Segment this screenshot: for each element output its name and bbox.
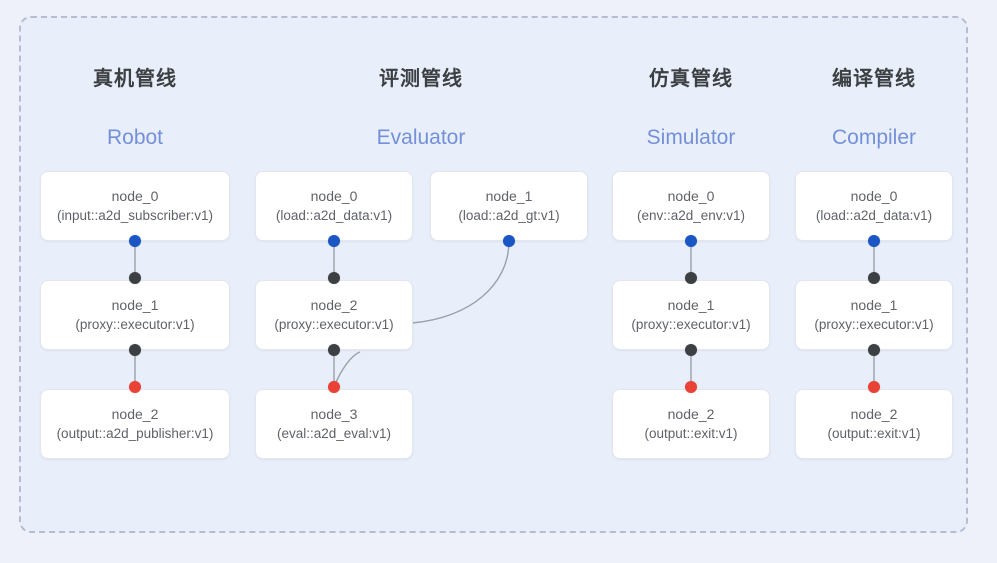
node-robot-1[interactable]: node_1 (proxy::executor:v1) xyxy=(40,280,230,350)
port-input-evaluator-3 xyxy=(328,381,340,393)
node-compiler-0[interactable]: node_0 (load::a2d_data:v1) xyxy=(795,171,953,241)
node-evaluator-1[interactable]: node_1 (load::a2d_gt:v1) xyxy=(430,171,588,241)
node-evaluator-2[interactable]: node_2 (proxy::executor:v1) xyxy=(255,280,413,350)
port-input-compiler-2 xyxy=(868,381,880,393)
node-robot-0[interactable]: node_0 (input::a2d_subscriber:v1) xyxy=(40,171,230,241)
node-id: node_0 xyxy=(850,188,898,204)
node-id: node_2 xyxy=(667,406,715,422)
port-output-robot-1 xyxy=(129,344,141,356)
node-robot-2[interactable]: node_2 (output::a2d_publisher:v1) xyxy=(40,389,230,459)
node-id: node_0 xyxy=(310,188,358,204)
pipeline-column-compiler: 编译管线 Compiler xyxy=(784,62,964,150)
node-simulator-1[interactable]: node_1 (proxy::executor:v1) xyxy=(612,280,770,350)
pipeline-title-simulator: 仿真管线 xyxy=(649,68,733,90)
node-id: node_2 xyxy=(850,406,898,422)
pipeline-column-robot: 真机管线 Robot xyxy=(45,62,225,150)
port-output-simulator-0 xyxy=(685,235,697,247)
node-type: (output::exit:v1) xyxy=(644,426,738,441)
pipeline-title-compiler: 编译管线 xyxy=(832,68,916,90)
node-type: (input::a2d_subscriber:v1) xyxy=(56,208,214,223)
port-input-robot-1 xyxy=(129,272,141,284)
node-evaluator-0[interactable]: node_0 (load::a2d_data:v1) xyxy=(255,171,413,241)
pipeline-subtitle-simulator: Simulator xyxy=(646,126,736,149)
pipeline-column-simulator: 仿真管线 Simulator xyxy=(601,62,781,150)
pipeline-subtitle-compiler: Compiler xyxy=(831,126,917,149)
node-type: (proxy::executor:v1) xyxy=(75,317,195,332)
node-type: (output::exit:v1) xyxy=(827,426,921,441)
port-output-compiler-0 xyxy=(868,235,880,247)
port-input-evaluator-2 xyxy=(328,272,340,284)
port-input-compiler-1 xyxy=(868,272,880,284)
node-id: node_0 xyxy=(667,188,715,204)
node-type: (proxy::executor:v1) xyxy=(274,317,394,332)
pipeline-subtitle-robot: Robot xyxy=(106,126,164,149)
node-id: node_1 xyxy=(667,297,715,313)
node-type: (proxy::executor:v1) xyxy=(814,317,934,332)
pipeline-subtitle-evaluator: Evaluator xyxy=(376,126,466,149)
node-type: (env::a2d_env:v1) xyxy=(636,208,746,223)
node-type: (load::a2d_data:v1) xyxy=(275,208,393,223)
node-id: node_0 xyxy=(111,188,159,204)
node-id: node_1 xyxy=(850,297,898,313)
pipeline-title-evaluator: 评测管线 xyxy=(379,68,463,90)
node-simulator-2[interactable]: node_2 (output::exit:v1) xyxy=(612,389,770,459)
pipeline-column-evaluator: 评测管线 Evaluator xyxy=(331,62,511,150)
node-id: node_1 xyxy=(111,297,159,313)
node-compiler-1[interactable]: node_1 (proxy::executor:v1) xyxy=(795,280,953,350)
port-output-simulator-1 xyxy=(685,344,697,356)
node-type: (eval::a2d_eval:v1) xyxy=(276,426,392,441)
node-type: (output::a2d_publisher:v1) xyxy=(56,426,214,441)
port-output-compiler-1 xyxy=(868,344,880,356)
port-input-simulator-1 xyxy=(685,272,697,284)
node-id: node_3 xyxy=(310,406,358,422)
node-id: node_2 xyxy=(310,297,358,313)
port-output-evaluator-0 xyxy=(328,235,340,247)
node-type: (load::a2d_data:v1) xyxy=(815,208,933,223)
port-output-robot-0 xyxy=(129,235,141,247)
port-input-simulator-2 xyxy=(685,381,697,393)
node-type: (load::a2d_gt:v1) xyxy=(458,208,560,223)
port-input-robot-2 xyxy=(129,381,141,393)
port-output-evaluator-1 xyxy=(503,235,515,247)
node-id: node_1 xyxy=(485,188,533,204)
node-compiler-2[interactable]: node_2 (output::exit:v1) xyxy=(795,389,953,459)
node-evaluator-3[interactable]: node_3 (eval::a2d_eval:v1) xyxy=(255,389,413,459)
node-id: node_2 xyxy=(111,406,159,422)
node-simulator-0[interactable]: node_0 (env::a2d_env:v1) xyxy=(612,171,770,241)
port-output-evaluator-2 xyxy=(328,344,340,356)
pipeline-title-robot: 真机管线 xyxy=(93,68,177,90)
node-type: (proxy::executor:v1) xyxy=(631,317,751,332)
